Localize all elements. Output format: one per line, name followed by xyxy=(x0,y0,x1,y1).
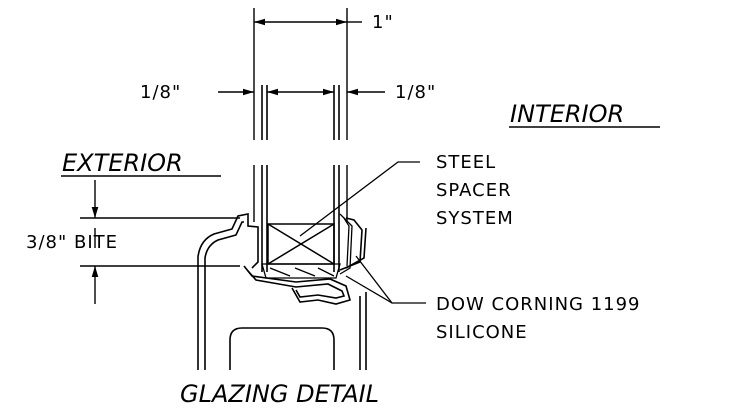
sealant-callout-line1: DOW CORNING 1199 xyxy=(436,294,641,315)
spacer-callout-line3: SYSTEM xyxy=(436,208,514,229)
frame-profile xyxy=(197,213,367,370)
sealant-callout-line2: SILICONE xyxy=(436,322,528,343)
interior-label: INTERIOR xyxy=(510,100,624,128)
spacer-callout-line1: STEEL xyxy=(436,152,496,173)
left-lite-dimension-label: 1/8" xyxy=(140,82,181,103)
spacer-callout-line2: SPACER xyxy=(436,180,512,201)
exterior-label: EXTERIOR xyxy=(62,149,183,177)
leader-lines xyxy=(299,161,426,304)
right-lite-dimension-label: 1/8" xyxy=(395,82,436,103)
steel-spacer xyxy=(267,223,335,265)
bite-dimension-label: 3/8" BITE xyxy=(26,232,118,253)
drawing-title: GLAZING DETAIL xyxy=(180,380,379,408)
dimension-lines xyxy=(80,8,385,304)
overall-dimension-label: 1" xyxy=(372,12,394,33)
silicone-sealant xyxy=(261,213,353,279)
